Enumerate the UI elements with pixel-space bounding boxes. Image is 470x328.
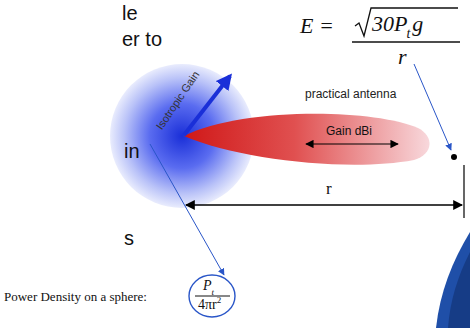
formula-leader [414, 64, 451, 150]
density-subscript: t [212, 288, 215, 297]
antenna-label: practical antenna [305, 88, 396, 100]
corner-swoosh [436, 232, 470, 328]
fraction-bar [352, 41, 460, 42]
slide-text-fragment: er to [122, 29, 162, 49]
formula-subscript: t [406, 27, 410, 41]
gain-lobe [184, 114, 430, 165]
density-circle [189, 275, 235, 317]
density-leader [150, 144, 224, 275]
density-superscript: 2 [217, 296, 222, 305]
distance-label: r [326, 180, 332, 197]
distance-arrow [186, 204, 462, 205]
formula-denominator: r [398, 46, 407, 68]
field-point [451, 154, 457, 160]
gain-arrow [306, 143, 398, 144]
density-denominator: 4πr [198, 298, 217, 312]
slide-text-fragment: s [124, 228, 134, 248]
gain-label: Gain dBi [326, 125, 372, 137]
slide-text-fragment: le [122, 3, 138, 23]
corner-swoosh-dark [448, 252, 470, 328]
formula-lhs: E = [300, 15, 334, 37]
distance-tick [463, 165, 464, 218]
density-label: Power Density on a sphere: [4, 290, 147, 303]
density-numerator: P [203, 279, 212, 293]
formula-term: 30P [372, 13, 407, 35]
formula-term: g [412, 13, 423, 35]
slide-text-fragment: in [124, 141, 140, 161]
